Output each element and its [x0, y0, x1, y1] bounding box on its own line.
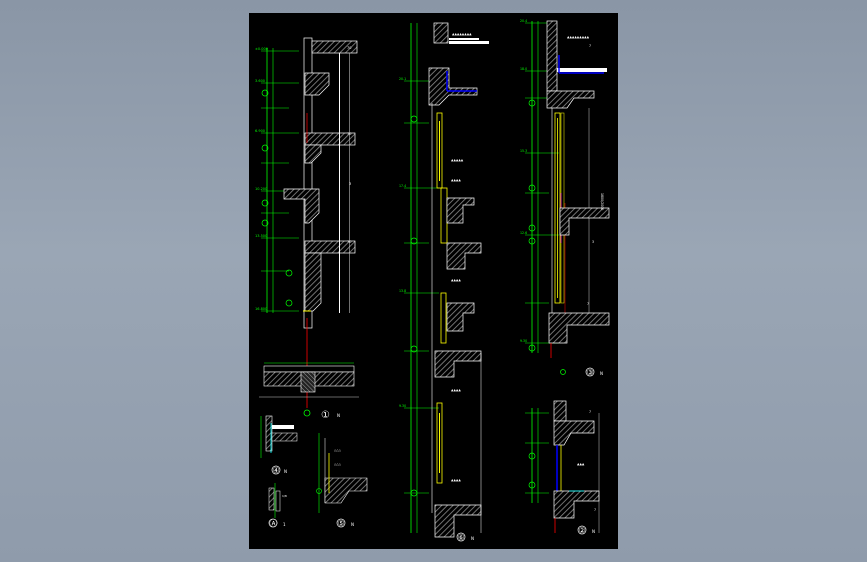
detail-3-scale: N [600, 371, 603, 376]
drawing-canvas[interactable]: ±0.000 3.600 6.900 10.200 13.500 16.800 [249, 13, 618, 549]
svg-text:13.8: 13.8 [399, 289, 406, 293]
svg-text:18.0: 18.0 [520, 67, 527, 71]
svg-text:7: 7 [587, 302, 589, 306]
svg-text:17.4: 17.4 [399, 184, 406, 188]
detail-4-section: ④ N [260, 415, 298, 475]
detail-5-tag: ⑤ [338, 519, 345, 528]
svg-text:1/8: 1/8 [282, 494, 287, 498]
svg-text:▲▲▲: ▲▲▲ [577, 462, 585, 466]
svg-text:6.900: 6.900 [255, 129, 265, 133]
svg-text:▲▲▲▲▲▲▲▲: ▲▲▲▲▲▲▲▲ [452, 32, 472, 36]
detail-3-tag: ③ [587, 368, 594, 377]
svg-text:3: 3 [349, 182, 351, 186]
svg-text:70: 70 [347, 240, 351, 244]
svg-text:10.200: 10.200 [255, 187, 267, 191]
svg-text:7: 7 [589, 44, 591, 48]
svg-text:▲▲▲▲▲▲▲▲▲: ▲▲▲▲▲▲▲▲▲ [567, 35, 590, 39]
svg-text:△△△: △△△ [334, 448, 342, 452]
svg-text:9.30: 9.30 [520, 339, 527, 343]
detail-1-tag: ① [321, 410, 330, 421]
detail-6-scale: N [471, 536, 474, 541]
svg-text:70: 70 [347, 46, 351, 50]
svg-text:70: 70 [347, 132, 351, 136]
svg-text:3.600: 3.600 [255, 79, 265, 83]
detail-4-scale: N [284, 469, 287, 474]
detail-a-tag: Ⓐ [270, 519, 278, 528]
svg-text:±0.000: ±0.000 [255, 47, 268, 51]
detail-1-section: ±0.000 3.600 6.900 10.200 13.500 16.800 [255, 37, 359, 421]
detail-2-tag: ② [579, 526, 586, 535]
detail-1-scale: N [337, 413, 340, 418]
drawing-sheet[interactable]: ±0.000 3.600 6.900 10.200 13.500 16.800 [249, 13, 618, 549]
svg-text:9.30: 9.30 [399, 404, 406, 408]
svg-text:▲▲▲▲: ▲▲▲▲ [451, 278, 461, 282]
detail-6-section: ▲▲▲▲▲▲▲▲ ▲▲▲▲▲▲▲▲▲ ▲▲▲▲▲▲▲▲ ▲▲▲▲ 20.117.… [399, 22, 489, 542]
svg-text:△△△: △△△ [334, 462, 342, 466]
svg-text:▲▲▲▲: ▲▲▲▲ [451, 178, 461, 182]
detail-2-section: 7 ▲▲▲ 7 ② N [525, 400, 600, 535]
detail-a-section: 1/8 Ⓐ 1 [268, 483, 287, 528]
svg-text:7: 7 [589, 410, 591, 414]
svg-text:3: 3 [592, 240, 594, 244]
svg-text:15.3: 15.3 [520, 149, 527, 153]
svg-text:20.1: 20.1 [399, 77, 406, 81]
detail-6-tag: ⑥ [458, 533, 465, 542]
detail-2-scale: N [592, 529, 595, 534]
svg-text:20.4: 20.4 [520, 19, 527, 23]
detail-5-section: △△△ △△△ ⑤ N [316, 433, 368, 528]
svg-text:16.800: 16.800 [255, 307, 267, 311]
svg-text:12.6: 12.6 [520, 231, 527, 235]
detail-5-scale: N [351, 522, 354, 527]
detail-3-section: ▲▲▲▲▲▲▲▲▲ 7 3 7 1800/2000 20.4 18.0 15.3 12.… [520, 19, 610, 377]
svg-text:▲▲▲▲: ▲▲▲▲ [451, 478, 461, 482]
detail-a-scale: 1 [283, 522, 286, 527]
detail-4-tag: ④ [273, 466, 280, 475]
svg-text:7: 7 [594, 508, 596, 512]
svg-text:1800/2000: 1800/2000 [600, 193, 604, 210]
svg-text:▲▲▲▲: ▲▲▲▲ [451, 388, 461, 392]
svg-text:▲▲▲▲▲: ▲▲▲▲▲ [451, 158, 464, 162]
svg-text:13.500: 13.500 [255, 234, 267, 238]
